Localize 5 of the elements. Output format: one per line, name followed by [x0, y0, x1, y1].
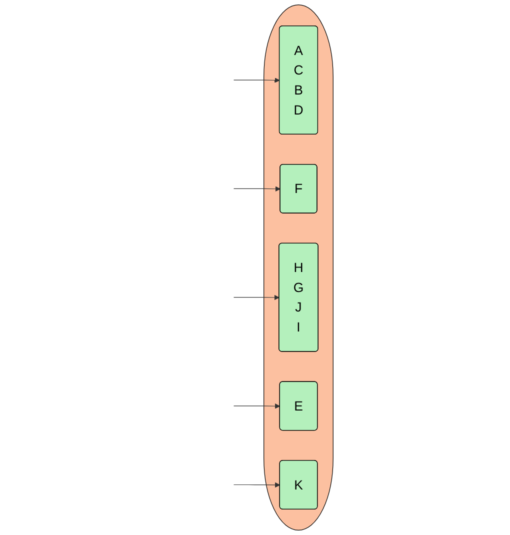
arrow: [234, 294, 280, 300]
arrow: [234, 186, 281, 192]
arrow: [234, 78, 280, 83]
arrow: [234, 403, 281, 409]
arrow: [234, 482, 281, 488]
